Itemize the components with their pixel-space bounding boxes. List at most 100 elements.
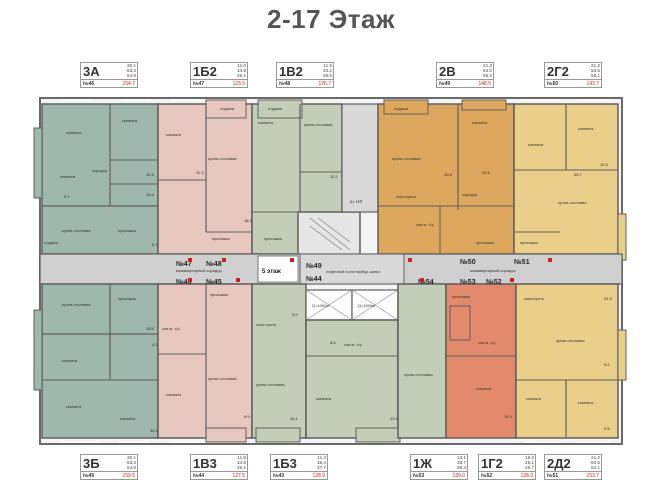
area-value: 36.1 <box>237 73 246 78</box>
room-label: комната <box>316 396 332 401</box>
apartment-45[interactable] <box>157 283 253 439</box>
unit-label: №45 <box>206 278 222 286</box>
apartment-50[interactable] <box>377 103 515 255</box>
apartment-number: №48 <box>279 81 291 87</box>
area-value: 11.9 <box>323 63 332 68</box>
apartment-type: 1Г2 <box>481 456 503 471</box>
room-label: кухня-столовая <box>208 376 237 381</box>
area-value: 16.3 <box>525 455 534 460</box>
room-label: кухня-столовая <box>208 156 237 161</box>
room-label: комната <box>66 130 82 135</box>
area-value: 65.3 <box>483 73 492 78</box>
area-value: 26.7 <box>525 465 534 470</box>
lift-cross <box>305 289 353 321</box>
shaft <box>341 103 379 213</box>
area-value: 36.4 <box>317 460 326 465</box>
lift-hall-label: лифтовой холл/тамбур-шлюз <box>326 269 380 274</box>
room-label: комната <box>166 392 182 397</box>
area-value: 64.0 <box>483 68 492 73</box>
unit-label: №47 <box>176 260 192 268</box>
room-label: прихожая <box>452 294 470 299</box>
lift-label: Q=1000кг <box>358 303 376 308</box>
apartment-number: №44 <box>193 473 205 479</box>
area-value: 63.3 <box>127 460 136 465</box>
apartment-number: №50 <box>547 81 559 87</box>
area-value: 34.2 <box>323 68 332 73</box>
area-value: 36.1 <box>237 465 246 470</box>
room-area: 6.7 <box>152 242 158 247</box>
apartment-51-lower[interactable] <box>515 283 619 439</box>
room-label: зона кухни <box>396 194 416 199</box>
apartment-price: 128.3 <box>520 473 533 479</box>
apartment-44[interactable] <box>251 283 307 439</box>
apartment-48[interactable] <box>157 103 253 255</box>
apartment-type: 2В <box>439 64 456 79</box>
apartment-number: №46 <box>83 81 95 87</box>
apartment-type: 3А <box>83 64 100 79</box>
loggia <box>383 99 429 115</box>
room-area: 15.4 <box>146 192 155 197</box>
floor-label: 5 этаж <box>262 269 282 275</box>
unit-label: №51 <box>514 258 530 266</box>
stair-step <box>309 217 351 251</box>
unit-label: №46 <box>176 278 192 286</box>
area-value: 53.5 <box>591 68 600 73</box>
lift-hall <box>299 253 405 285</box>
room-label: комната <box>476 386 492 391</box>
apartment-type: 1В3 <box>193 456 217 471</box>
room-area: 9.9 <box>244 414 250 419</box>
apartment-47[interactable] <box>41 103 159 255</box>
unit-label: №49 <box>306 262 322 270</box>
room-label: комната <box>66 404 82 409</box>
loggia <box>255 427 301 443</box>
room-label: сов.м. с/у <box>344 342 362 347</box>
room-area: 25.7 <box>574 172 583 177</box>
loggia <box>257 99 303 119</box>
room-label: сов.м. с/у <box>162 326 180 331</box>
room-area: 13.1 <box>390 416 399 421</box>
area-value: 63.3 <box>127 68 136 73</box>
room-label: прихожая <box>210 292 228 297</box>
apartment-number: №49 <box>439 81 451 87</box>
apartment-type: 2Г2 <box>547 64 569 79</box>
loggia <box>205 427 247 443</box>
room-label: кухня-столовая <box>62 302 91 307</box>
room-label: прихожая <box>118 228 136 233</box>
stair-step <box>309 225 343 251</box>
room-label: кухня-столовая <box>304 122 333 127</box>
room-area: 11.3 <box>196 170 204 175</box>
room-label: кухня-столовая <box>558 200 587 205</box>
apartment-price: 123.5 <box>232 81 245 87</box>
apartment-54[interactable] <box>305 319 399 439</box>
room-label: кухня-столовая <box>404 372 433 377</box>
apartment-price: 127.5 <box>232 473 245 479</box>
room-label: лоджия <box>268 106 282 111</box>
apartment-number: №52 <box>481 473 493 479</box>
room-label: прихожая <box>118 296 136 301</box>
apartment-46[interactable] <box>41 283 159 439</box>
floor-title: 2-17 Этаж <box>267 4 395 34</box>
unit-label: №48 <box>206 260 222 268</box>
area-value: 64.8 <box>127 73 136 78</box>
room-area: 9.2 <box>604 362 610 367</box>
apartment-type: 1Б2 <box>193 64 217 79</box>
apartment-53[interactable] <box>397 283 447 439</box>
unit-label: №53 <box>460 278 476 286</box>
room-label: кухня-столовая <box>392 156 421 161</box>
apartment-number: №51 <box>547 473 559 479</box>
loggia <box>617 329 627 381</box>
apartment-price: 129.0 <box>452 473 465 479</box>
lift-cross <box>351 289 399 321</box>
room-label: зона кухни <box>524 296 544 301</box>
